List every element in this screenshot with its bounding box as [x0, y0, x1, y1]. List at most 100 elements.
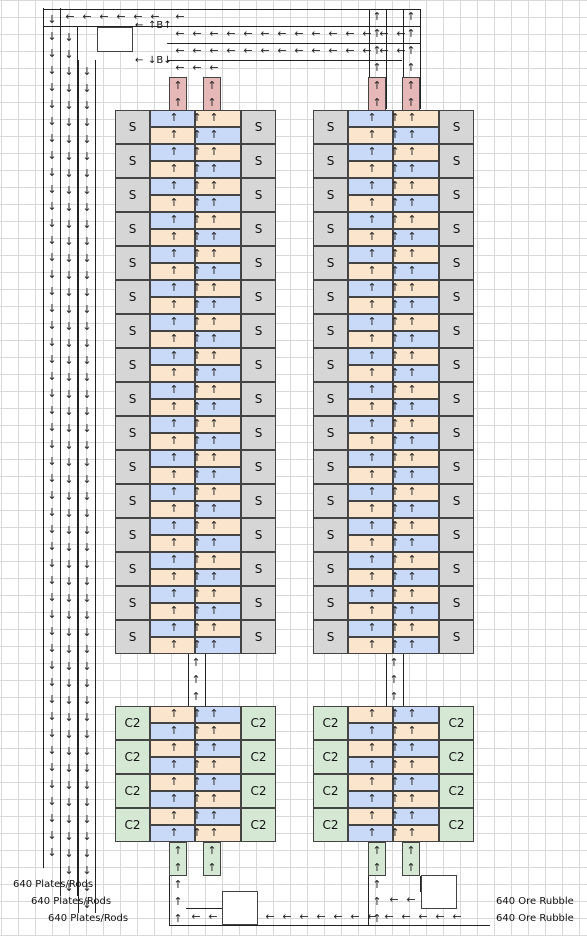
down-arrow-icon: ↓ [82, 116, 92, 129]
left-arrow-icon: ← [452, 910, 462, 923]
down-arrow-icon: ↓ [82, 184, 92, 197]
inserter-belt-cell [195, 808, 241, 825]
inserter-belt-cell [150, 774, 195, 791]
inserter-belt-cell [393, 825, 439, 842]
belt-edge-line [188, 654, 189, 706]
left-bank-smelter-right [241, 144, 276, 178]
up-arrow-icon: ↑ [192, 111, 202, 124]
up-arrow-icon: ↑ [406, 96, 416, 109]
down-arrow-icon: ↓ [82, 762, 92, 775]
lower-balancer-arrow-left: ← [135, 55, 144, 66]
left-bank-smelter-right-label: S [254, 324, 263, 338]
up-arrow-icon: ↑ [407, 826, 417, 839]
left-arrow-icon: ← [209, 61, 219, 74]
up-arrow-icon: ↑ [169, 570, 179, 583]
down-arrow-icon: ↓ [64, 881, 74, 894]
up-arrow-icon: ↑ [192, 417, 202, 430]
right-bank-crusher-left [313, 740, 348, 774]
up-arrow-icon: ↑ [169, 621, 179, 634]
right-bank-smelter-right [439, 348, 474, 382]
inserter-belt-cell [393, 552, 439, 569]
up-arrow-icon: ↑ [406, 44, 416, 57]
right-bank-crusher-right-label: C2 [448, 784, 465, 798]
down-arrow-icon: ↓ [47, 506, 57, 519]
up-arrow-icon: ↑ [390, 230, 400, 243]
right-bank-crusher-right [439, 774, 474, 808]
up-arrow-icon: ↑ [192, 809, 202, 822]
up-arrow-icon: ↑ [407, 604, 417, 617]
inserter-belt-cell [195, 110, 241, 127]
down-arrow-icon: ↓ [47, 132, 57, 145]
down-arrow-icon: ↓ [64, 388, 74, 401]
down-arrow-icon: ↓ [82, 150, 92, 163]
up-arrow-icon: ↑ [407, 128, 417, 141]
down-arrow-icon: ↓ [64, 286, 74, 299]
inserter-belt-cell [393, 416, 439, 433]
left-arrow-icon: ← [367, 910, 377, 923]
left-bank-smelter-left-label: S [128, 358, 137, 372]
up-arrow-icon: ↑ [192, 247, 202, 260]
inserter-belt-cell [150, 706, 195, 723]
down-arrow-icon: ↓ [47, 183, 57, 196]
left-arrow-icon: ← [345, 27, 355, 40]
down-arrow-icon: ↓ [47, 812, 57, 825]
left-bank-smelter-left-label: S [128, 256, 137, 270]
up-arrow-icon: ↑ [367, 179, 377, 192]
down-arrow-icon: ↓ [82, 167, 92, 180]
inserter-belt-cell [150, 127, 195, 144]
left-bank-crusher-right [241, 774, 276, 808]
up-arrow-icon: ↑ [169, 264, 179, 277]
inserter-belt-cell [195, 791, 241, 808]
up-arrow-icon: ↑ [367, 298, 377, 311]
down-arrow-icon: ↓ [82, 201, 92, 214]
inserter-belt-cell [195, 552, 241, 569]
left-bank-smelter-right [241, 450, 276, 484]
down-arrow-icon: ↓ [82, 643, 92, 656]
down-arrow-icon: ↓ [82, 813, 92, 826]
down-arrow-icon: ↓ [64, 422, 74, 435]
up-arrow-icon: ↑ [407, 451, 417, 464]
up-arrow-icon: ↑ [372, 10, 382, 23]
inserter-belt-cell [393, 467, 439, 484]
up-arrow-icon: ↑ [407, 417, 417, 430]
right-bank-smelter-left [313, 518, 348, 552]
down-arrow-icon: ↓ [64, 167, 74, 180]
up-arrow-icon: ↑ [207, 79, 217, 92]
belt-edge-line [95, 60, 96, 913]
right-bank-smelter-left [313, 314, 348, 348]
right-bank-smelter-right-label: S [452, 460, 461, 474]
up-arrow-icon: ↑ [407, 553, 417, 566]
inserter-belt-cell [348, 535, 393, 552]
inserter-belt-cell [195, 348, 241, 365]
inserter-belt-cell [195, 280, 241, 297]
up-arrow-icon: ↑ [192, 196, 202, 209]
belt-edge-line [403, 654, 404, 706]
right-bank-crusher-left-label: C2 [322, 750, 339, 764]
up-arrow-icon: ↑ [390, 179, 400, 192]
down-arrow-icon: ↓ [47, 421, 57, 434]
down-arrow-icon: ↓ [82, 82, 92, 95]
down-arrow-icon: ↓ [82, 65, 92, 78]
up-arrow-icon: ↑ [192, 349, 202, 362]
up-arrow-icon: ↑ [192, 451, 202, 464]
inserter-belt-cell [348, 433, 393, 450]
up-arrow-icon: ↑ [169, 383, 179, 396]
up-arrow-icon: ↑ [192, 519, 202, 532]
up-arrow-icon: ↑ [390, 792, 400, 805]
up-arrow-icon: ↑ [169, 417, 179, 430]
left-arrow-icon: ← [260, 44, 270, 57]
belt-edge-line [169, 925, 490, 926]
left-arrow-icon: ← [328, 44, 338, 57]
down-arrow-icon: ↓ [64, 813, 74, 826]
up-arrow-icon: ↑ [209, 111, 219, 124]
belt-edge-line [167, 26, 420, 27]
down-arrow-icon: ↓ [47, 115, 57, 128]
left-arrow-icon: ← [243, 27, 253, 40]
inserter-belt-cell [150, 382, 195, 399]
left-bank-smelter-left [115, 212, 150, 246]
up-arrow-icon: ↑ [372, 861, 382, 874]
up-arrow-icon: ↑ [372, 878, 382, 891]
right-bank-smelter-left [313, 382, 348, 416]
right-bank-crusher-right [439, 740, 474, 774]
